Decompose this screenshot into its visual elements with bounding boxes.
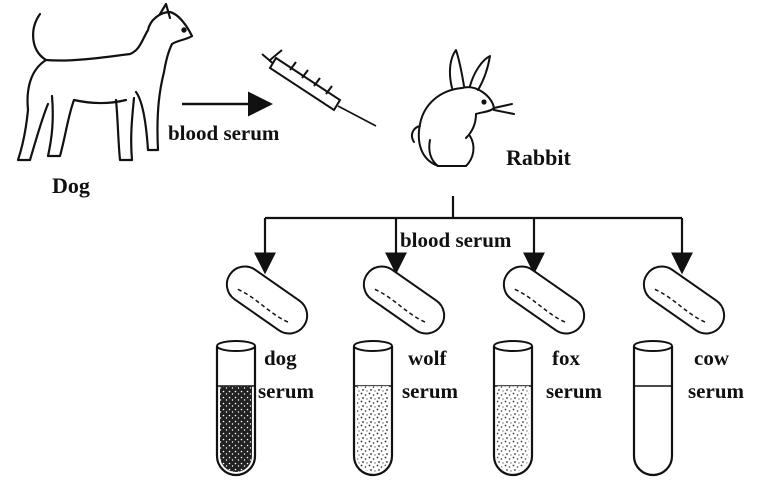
precipitate-wolf <box>357 386 389 472</box>
tube-label-cow: cow <box>694 346 730 370</box>
precipitate-dog <box>220 386 252 472</box>
tube-label-fox: fox <box>552 346 580 370</box>
test-tubes: dog serum wolf serum fox serum cow serum <box>217 259 744 475</box>
rabbit-label: Rabbit <box>506 145 571 170</box>
tube-dog: dog serum <box>217 259 314 475</box>
tube-wolf: wolf serum <box>354 259 458 475</box>
pouring-tube-wolf <box>357 259 451 340</box>
tube-label-serum-dog: serum <box>258 379 314 403</box>
rabbit-illustration <box>412 50 514 166</box>
dog-illustration <box>18 4 192 160</box>
dog-label: Dog <box>52 173 90 198</box>
syringe-icon <box>262 50 376 126</box>
tube-cow: cow serum <box>634 259 744 475</box>
tube-label-dog: dog <box>264 346 297 370</box>
pouring-tube-fox <box>497 259 591 340</box>
pouring-tube-cow <box>637 259 731 340</box>
precipitate-fox <box>497 386 529 472</box>
tube-label-serum-fox: serum <box>546 379 602 403</box>
pouring-tube-dog <box>220 259 314 340</box>
tube-label-serum-wolf: serum <box>402 379 458 403</box>
tube-label-serum-cow: serum <box>688 379 744 403</box>
tube-label-wolf: wolf <box>408 346 448 370</box>
injection-label: blood serum <box>168 121 280 145</box>
rabbit-serum-label: blood serum <box>400 228 512 252</box>
tube-fox: fox serum <box>494 259 602 475</box>
